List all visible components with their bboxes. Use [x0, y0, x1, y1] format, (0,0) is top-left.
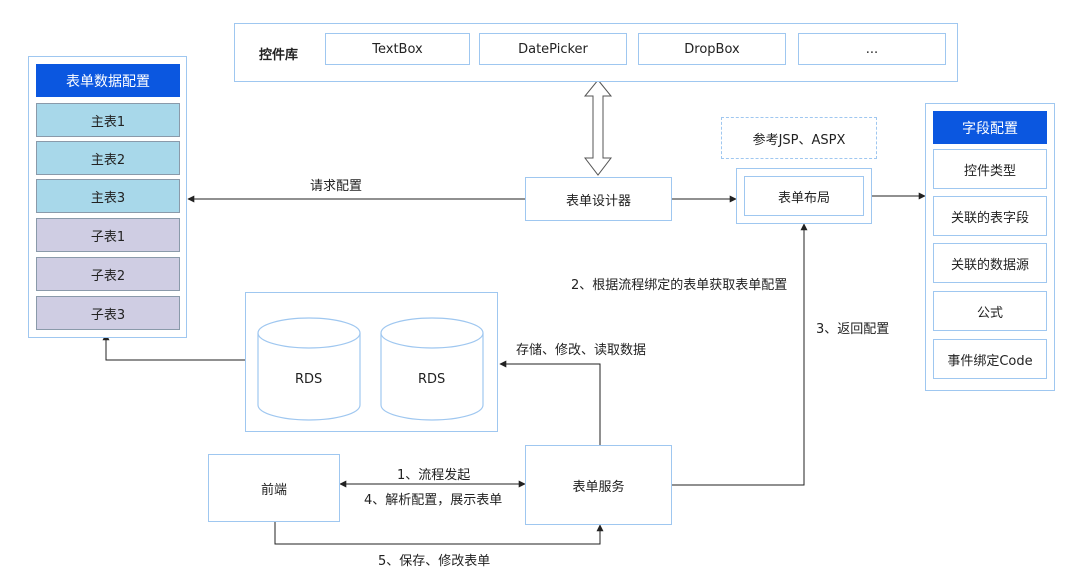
control-item-dropbox[interactable]: DropBox [638, 33, 786, 65]
label-flow-start: 1、流程发起 [397, 468, 471, 483]
label-save-modify: 5、保存、修改表单 [378, 554, 491, 569]
main-table-3[interactable]: 主表3 [36, 179, 180, 213]
control-item-datepicker[interactable]: DatePicker [479, 33, 627, 65]
control-library: 控件库 TextBox DatePicker DropBox ... [234, 23, 958, 82]
rds-cylinder-1 [257, 317, 361, 421]
label-request-config: 请求配置 [310, 179, 363, 194]
rds-cylinder-2 [380, 317, 484, 421]
form-layout-inner: 表单布局 [744, 176, 864, 216]
form-service-node[interactable]: 表单服务 [525, 445, 672, 525]
double-arrow [583, 79, 613, 176]
edge-rds-config [102, 333, 245, 361]
rds-1-label: RDS [295, 372, 323, 387]
field-event-binding[interactable]: 事件绑定Code [933, 339, 1047, 379]
field-linked-datasource[interactable]: 关联的数据源 [933, 243, 1047, 283]
frontend-node[interactable]: 前端 [208, 454, 340, 522]
form-layout-label: 表单布局 [777, 190, 830, 206]
field-config-panel: 字段配置 控件类型 关联的表字段 关联的数据源 公式 事件绑定Code [925, 103, 1055, 391]
control-item-more[interactable]: ... [798, 33, 946, 65]
label-get-form-config: 2、根据流程绑定的表单获取表单配置 [571, 278, 788, 293]
control-item-textbox[interactable]: TextBox [325, 33, 470, 65]
rds-container [245, 292, 498, 432]
form-layout-node[interactable]: 表单布局 [736, 168, 872, 224]
main-table-1[interactable]: 主表1 [36, 103, 180, 137]
label-parse-config: 4、解析配置，展示表单 [364, 493, 503, 508]
sub-table-1[interactable]: 子表1 [36, 218, 180, 252]
edge-service-layout [672, 223, 808, 486]
reference-note: 参考JSP、ASPX [721, 117, 877, 159]
field-config-title: 字段配置 [933, 111, 1047, 144]
form-service-label: 表单服务 [572, 479, 625, 495]
form-designer-node[interactable]: 表单设计器 [525, 177, 672, 221]
edge-service-rds [499, 360, 601, 445]
sub-table-3[interactable]: 子表3 [36, 296, 180, 330]
main-table-2[interactable]: 主表2 [36, 141, 180, 175]
label-storage: 存储、修改、读取数据 [516, 343, 647, 358]
field-linked-column[interactable]: 关联的表字段 [933, 196, 1047, 236]
control-library-title: 控件库 [259, 48, 299, 63]
edge-save-modify [274, 522, 604, 545]
reference-note-text: 参考JSP、ASPX [752, 132, 846, 148]
frontend-label: 前端 [260, 482, 287, 498]
field-control-type[interactable]: 控件类型 [933, 149, 1047, 189]
form-data-config-title: 表单数据配置 [36, 64, 180, 97]
form-data-config-panel: 表单数据配置 主表1 主表2 主表3 子表1 子表2 子表3 [28, 56, 187, 338]
field-formula[interactable]: 公式 [933, 291, 1047, 331]
form-designer-label: 表单设计器 [565, 193, 631, 209]
sub-table-2[interactable]: 子表2 [36, 257, 180, 291]
rds-2-label: RDS [418, 372, 446, 387]
label-return-config: 3、返回配置 [816, 322, 890, 337]
